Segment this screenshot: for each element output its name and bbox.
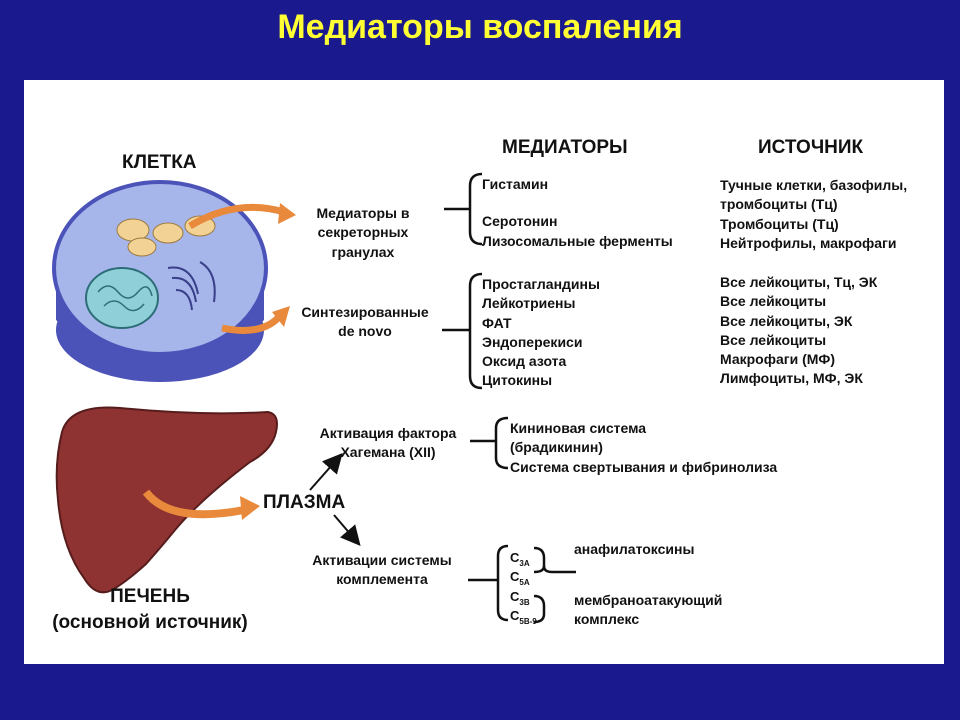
list-item: Все лейкоциты, Тц, ЭК [720,274,878,290]
hageman-category: Активация фактора Хагемана (XII) [319,425,457,461]
list-item: Макрофаги (МФ) [720,351,836,368]
cell-illustration [52,180,268,382]
denovo-category: Синтезированные de novo [301,304,429,340]
list-item: Тучные клетки, базофилы, [720,177,908,193]
list-item: C5B-9 [510,607,537,626]
granule-sources-list: Тучные клетки, базофилы, тромбоциты (Тц)… [720,176,907,253]
slide-title: Медиаторы воспаления [277,8,683,46]
list-item: Все лейкоциты [720,293,827,310]
granule-icon [116,215,216,257]
granule-bracket [444,172,483,246]
hageman-bracket [470,416,509,470]
list-item: Кининовая система [510,420,647,436]
list-item: Нейтрофилы, макрофаги [720,234,897,251]
complement-bracket [468,544,576,624]
list-item: Цитокины [482,372,553,389]
list-item: тромбоциты (Тц) [720,196,838,213]
complement-items-list: C3A C5A C3B C5B-9 [510,548,537,626]
liver-label: ПЕЧЕНЬ (основной источник) [52,586,248,633]
hageman-items-list: Кининовая система (брадикинин) Система с… [510,419,777,477]
denovo-bracket [442,272,483,390]
list-item: Простагландины [482,276,600,292]
complement-category: Активации системы комплемента [312,552,452,588]
mac-label: мембраноатакующий комплекс [574,592,723,628]
list-item: Лейкотриены [482,295,576,312]
list-item: C3B [510,588,530,607]
granule-mediators-list: Гистамин Серотонин Лизосомальные фермент… [482,175,673,251]
granules-category: Медиаторы в секреторных гранулах [316,205,410,260]
source-header: ИСТОЧНИК [758,137,864,158]
nucleus-icon [85,267,159,329]
plasma-label: ПЛАЗМА [263,492,346,513]
list-item: C5A [510,569,530,588]
list-item: C3A [510,550,530,568]
mediators-header: МЕДИАТОРЫ [502,137,628,158]
anaphylatoxins-label: анафилатоксины [574,541,695,557]
denovo-mediators-list: Простагландины Лейкотриены ФАТ Эндоперек… [482,275,600,391]
list-item: ФАТ [482,314,512,331]
list-item: Лизосомальные ферменты [482,232,673,249]
liver-illustration [55,406,278,594]
cell-label: КЛЕТКА [122,152,197,173]
list-item: Система свертывания и фибринолиза [510,458,778,475]
list-item: Эндоперекиси [482,333,583,350]
list-item: (брадикинин) [510,439,603,456]
golgi-icon [167,261,216,311]
list-item: Оксид азота [482,353,567,370]
list-item: Лимфоциты, МФ, ЭК [720,370,863,387]
list-item: Тромбоциты (Тц) [720,215,839,232]
orange-arrow-icon [142,203,296,520]
list-item: Все лейкоциты, ЭК [720,312,853,329]
list-item: Гистамин [482,176,549,192]
plasma-arrows [309,453,361,547]
list-item: Все лейкоциты [720,331,827,348]
denovo-sources-list: Все лейкоциты, Тц, ЭК Все лейкоциты Все … [720,273,877,389]
list-item: Серотонин [482,213,558,230]
